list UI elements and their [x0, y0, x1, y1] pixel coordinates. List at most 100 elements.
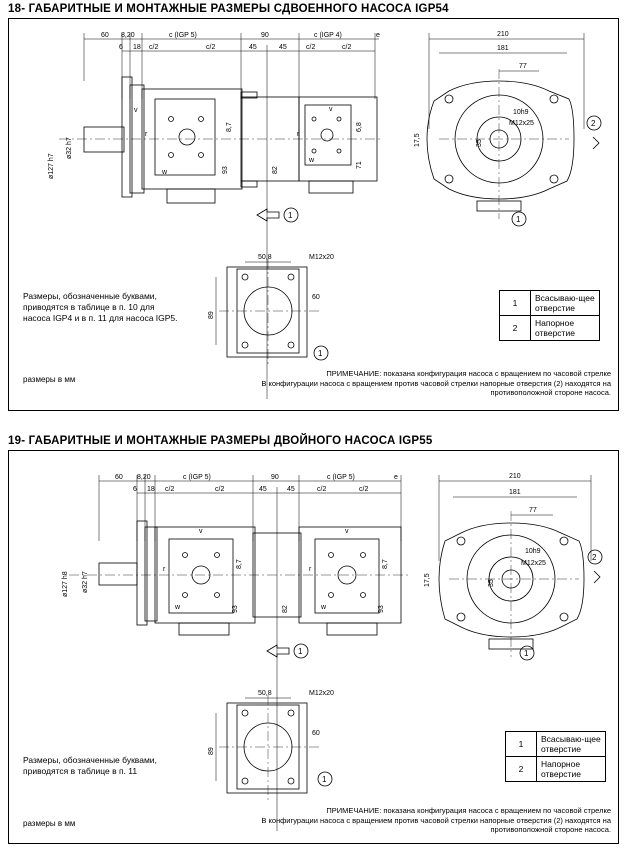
dim-c2-a: c/2	[165, 486, 174, 493]
label-w-a: w	[161, 169, 168, 176]
remark-line-1: ПРИМЕЧАНИЕ: показана конфигурация насоса…	[326, 806, 611, 815]
dim-10h9: 10h9	[525, 548, 541, 555]
dim-50-8: 50,8	[258, 254, 272, 261]
dim-e: e	[394, 474, 398, 481]
section-18-remark: ПРИМЕЧАНИЕ: показана конфигурация насоса…	[229, 369, 611, 398]
dim-89: 89	[208, 747, 215, 755]
dim-17-5: 17,5	[414, 133, 421, 147]
legend-num: 1	[499, 290, 531, 316]
section-19-frame: 60 8,20 c (IGP 5) 90 c (IGP 5) e 6 18 c/…	[8, 450, 619, 844]
section-19-title: 19- ГАБАРИТНЫЕ И МОНТАЖНЫЕ РАЗМЕРЫ ДВОЙН…	[8, 435, 433, 447]
dim-c-igp4: c (IGP 4)	[314, 32, 342, 39]
dim-127: ø127 h7	[48, 153, 55, 179]
dim-17-5: 17,5	[424, 573, 431, 587]
pump-side-view	[83, 76, 378, 204]
remark-line-2: В конфигурации насоса с вращением против…	[261, 815, 611, 835]
flange-view-19	[215, 695, 319, 801]
remark-line-2: В конфигурации насоса с вращением против…	[261, 378, 611, 398]
callout-2-a: 2	[591, 119, 596, 128]
dim-8-7-a: 8,7	[226, 122, 233, 132]
dim-60-flange: 60	[312, 294, 320, 301]
label-r-b: r	[309, 566, 312, 573]
dim-35: 35	[488, 579, 495, 587]
label-w-a: w	[174, 604, 181, 611]
dim-45-b: 45	[287, 486, 295, 493]
section-18-frame: 60 8,20 c (IGP 5) 90 c (IGP 4) e 6 18 c/…	[8, 18, 619, 411]
dim-77: 77	[529, 507, 537, 514]
section-19-remark: ПРИМЕЧАНИЕ: показана конфигурация насоса…	[229, 806, 611, 835]
label-r-a: r	[145, 131, 148, 138]
dim-6: 6	[119, 44, 123, 51]
dim-210: 210	[497, 31, 509, 38]
label-r-b: r	[297, 131, 300, 138]
dim-c-igp5-a: c (IGP 5)	[183, 474, 211, 481]
label-w-b: w	[320, 604, 327, 611]
callout-1-c: 1	[322, 775, 327, 784]
dim-m12x25: M12x25	[509, 120, 534, 127]
dim-10h9: 10h9	[513, 109, 529, 116]
remark-line-1: ПРИМЕЧАНИЕ: показана конфигурация насоса…	[326, 369, 611, 378]
dim-m12x25: M12x25	[521, 560, 546, 567]
dim-35: 35	[476, 139, 483, 147]
dim-6: 6	[133, 486, 137, 493]
legend-text: Напорное отверстие	[536, 756, 606, 782]
dim-45-a: 45	[249, 44, 257, 51]
pump-side-view-19	[98, 520, 402, 636]
section-19-drawing: 60 8,20 c (IGP 5) 90 c (IGP 5) e 6 18 c/…	[62, 473, 603, 831]
dim-90: 90	[271, 474, 279, 481]
dim-93-a: 93	[222, 166, 229, 174]
dim-8-7-a: 8,7	[236, 559, 243, 569]
dim-82: 82	[272, 166, 279, 174]
dim-50-8: 50,8	[258, 690, 272, 697]
dim-c2-b: c/2	[206, 44, 215, 51]
dim-60: 60	[115, 474, 123, 481]
dim-32: ø32 h7	[66, 137, 73, 159]
dim-32: ø32 h7	[82, 571, 89, 593]
dim-6-8: 6,8	[356, 122, 363, 132]
dim-c2-c: c/2	[317, 486, 326, 493]
section-18-note: Размеры, обозначенные буквами, приводятс…	[23, 291, 178, 323]
dim-c2-a: c/2	[149, 44, 158, 51]
dim-90: 90	[261, 32, 269, 39]
section-18-drawing: 60 8,20 c (IGP 5) 90 c (IGP 4) e 6 18 c/…	[48, 31, 602, 399]
dim-c2-c: c/2	[306, 44, 315, 51]
dim-c-igp5-b: c (IGP 5)	[327, 474, 355, 481]
dim-93-a: 93	[232, 605, 239, 613]
dim-60: 60	[101, 32, 109, 39]
dim-89: 89	[208, 311, 215, 319]
dim-8-7-b: 8,7	[382, 559, 389, 569]
label-r-a: r	[163, 566, 166, 573]
callout-1-a: 1	[298, 647, 303, 656]
dim-181: 181	[509, 489, 521, 496]
section-18-title: 18- ГАБАРИТНЫЕ И МОНТАЖНЫЕ РАЗМЕРЫ СДВОЕ…	[8, 3, 449, 15]
dim-60-flange: 60	[312, 730, 320, 737]
dim-45-b: 45	[279, 44, 287, 51]
dim-c2-d: c/2	[342, 44, 351, 51]
legend-num: 2	[499, 315, 531, 341]
dim-93-b: 93	[378, 605, 385, 613]
dim-71: 71	[356, 161, 363, 169]
dim-45-a: 45	[259, 486, 267, 493]
dim-181: 181	[497, 45, 509, 52]
dim-77: 77	[519, 63, 527, 70]
dim-m12x20: M12x20	[309, 254, 334, 261]
section-18-units: размеры в мм	[23, 375, 76, 384]
dim-8-20: 8,20	[137, 474, 151, 481]
dim-18: 18	[147, 486, 155, 493]
dim-18: 18	[133, 44, 141, 51]
legend-num: 1	[505, 731, 537, 757]
legend-text: Всасываю-щее отверстие	[536, 731, 606, 757]
label-w-b: w	[308, 157, 315, 164]
legend-num: 2	[505, 756, 537, 782]
section-19-units: размеры в мм	[23, 819, 76, 828]
dim-c2-d: c/2	[359, 486, 368, 493]
callout-1-a: 1	[288, 211, 293, 220]
callout-1-c: 1	[318, 349, 323, 358]
dim-210: 210	[509, 473, 521, 480]
